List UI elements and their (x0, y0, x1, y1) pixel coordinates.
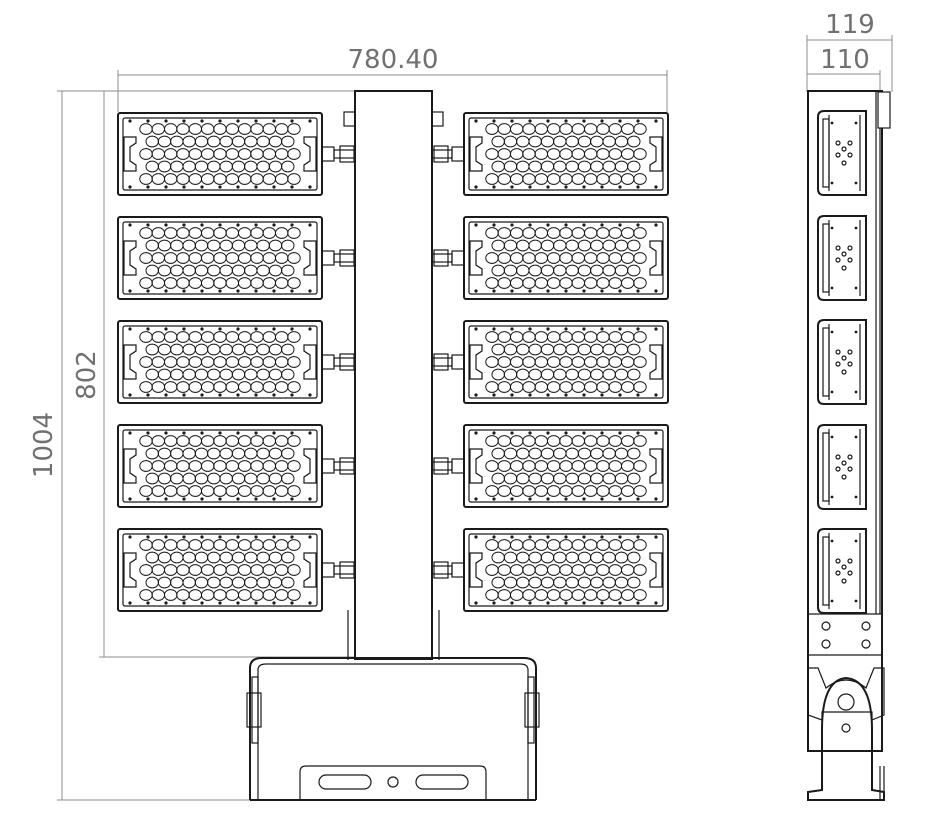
front-view (117, 90, 669, 801)
led-module (431, 528, 669, 612)
led-module (431, 112, 669, 196)
led-module (431, 320, 669, 404)
side-depth-outer-label: 119 (825, 10, 875, 40)
side-modules (817, 110, 867, 614)
led-module (431, 216, 669, 300)
side-led-module (817, 110, 867, 196)
dimension-overall-height: 1004 (29, 90, 355, 801)
led-module (117, 424, 356, 508)
central-spine (354, 90, 433, 660)
bracket-slot-right (415, 774, 469, 790)
side-led-module (817, 424, 867, 510)
led-module (431, 424, 669, 508)
side-pivot-hole (837, 693, 855, 711)
mounting-bracket (246, 657, 540, 801)
led-module (117, 320, 356, 404)
front-modules (117, 112, 669, 612)
led-module (117, 112, 356, 196)
overall-height-label: 1004 (29, 412, 59, 478)
overall-width-label: 780.40 (348, 45, 439, 75)
led-module (117, 528, 356, 612)
bracket-pivot-hole (387, 776, 399, 788)
side-lock-hole (841, 723, 851, 733)
dimension-array-height: 802 (72, 91, 355, 658)
array-height-label: 802 (72, 350, 102, 400)
side-view (807, 90, 891, 801)
side-spine (807, 90, 883, 752)
side-led-module (817, 528, 867, 614)
bracket-slot-left (318, 774, 372, 790)
side-bracket (807, 667, 885, 801)
dimension-side-depth: 119 110 (806, 10, 893, 92)
led-module (117, 216, 356, 300)
side-led-module (817, 319, 867, 405)
side-depth-inner-label: 110 (820, 45, 870, 75)
side-led-module (817, 215, 867, 301)
dimension-overall-width: 780.40 (117, 45, 668, 112)
